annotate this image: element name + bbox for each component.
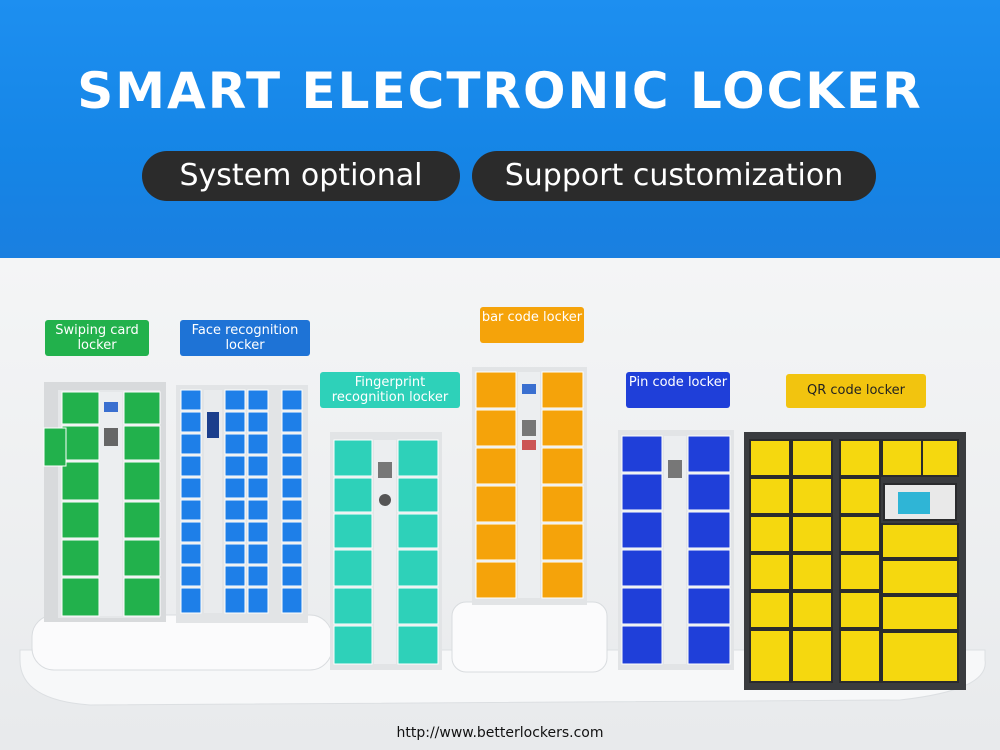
pin-code-locker bbox=[618, 430, 734, 670]
swiping-card-locker bbox=[43, 382, 166, 622]
label-swiping-card-locker: Swiping card locker bbox=[45, 320, 149, 356]
qr-code-locker bbox=[744, 432, 966, 690]
page-title: SMART ELECTRONIC LOCKER bbox=[77, 62, 923, 120]
locker-illustration bbox=[19, 367, 986, 706]
label-pin-code-locker: Pin code locker bbox=[626, 372, 730, 408]
support-customization-badge: Support customization bbox=[472, 151, 876, 201]
label-bar-code-locker: bar code locker bbox=[480, 307, 584, 343]
label-face-recognition-locker: Face recognition locker bbox=[180, 320, 310, 356]
label-fingerprint-recognition-locker: Fingerprint recognition locker bbox=[320, 372, 460, 408]
bar-code-locker bbox=[472, 367, 587, 605]
face-recognition-locker bbox=[176, 385, 308, 623]
fingerprint-recognition-locker bbox=[330, 432, 442, 670]
system-optional-badge: System optional bbox=[142, 151, 460, 201]
header-banner: SMART ELECTRONIC LOCKER System optional … bbox=[0, 0, 1000, 258]
website-url: http://www.betterlockers.com bbox=[396, 725, 604, 741]
label-qr-code-locker: QR code locker bbox=[786, 374, 926, 408]
display-platform bbox=[19, 601, 986, 706]
